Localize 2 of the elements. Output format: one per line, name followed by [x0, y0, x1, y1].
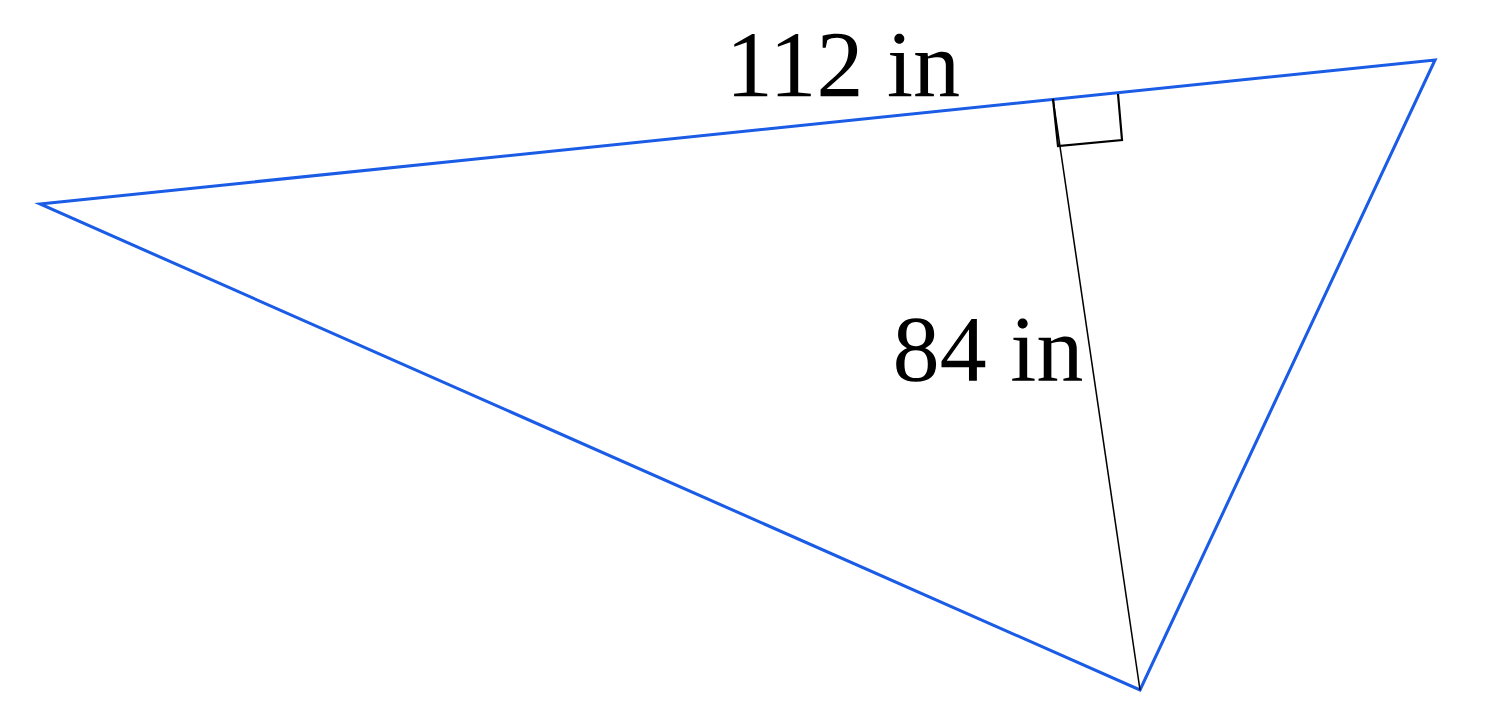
- dimension-label: 84 in: [896, 318, 1082, 382]
- dimension-label: 112 in: [734, 33, 959, 97]
